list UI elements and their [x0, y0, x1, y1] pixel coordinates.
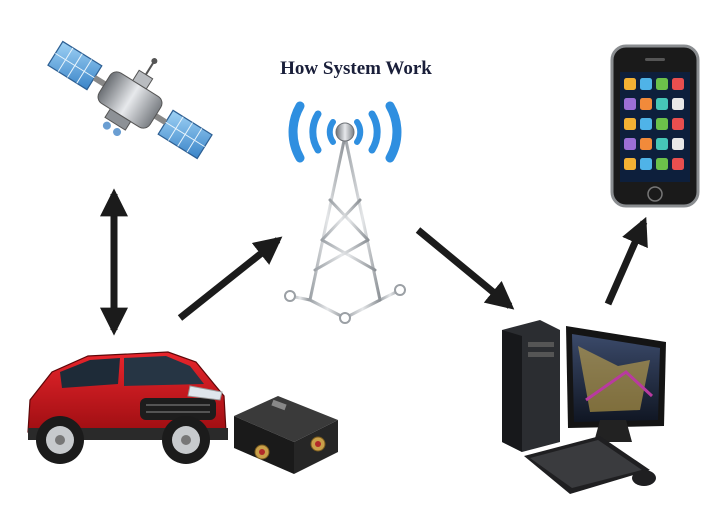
desktop-computer-icon [502, 320, 666, 494]
cell-tower-icon [284, 101, 406, 324]
diagram-title: How System Work [280, 58, 432, 79]
smartphone-icon [610, 44, 700, 208]
app-icon [672, 158, 684, 170]
app-icon [640, 78, 652, 90]
app-icon [672, 138, 684, 150]
app-icon [656, 78, 668, 90]
app-icon [672, 98, 684, 110]
app-icon [624, 138, 636, 150]
app-icon [624, 98, 636, 110]
app-icon [672, 78, 684, 90]
app-icon [656, 158, 668, 170]
satellite-icon [47, 40, 213, 160]
arrow-car-tower [177, 236, 283, 321]
app-icon [640, 158, 652, 170]
app-icon [656, 98, 668, 110]
app-icon [656, 138, 668, 150]
app-icon [640, 138, 652, 150]
arrow-tower-computer [415, 227, 515, 310]
app-icon [624, 118, 636, 130]
flow-arrows [100, 188, 648, 336]
car-icon [27, 351, 228, 464]
app-icon [656, 118, 668, 130]
app-icon [640, 98, 652, 110]
arrow-computer-phone [604, 216, 648, 306]
gps-tracker-device-icon [234, 396, 338, 474]
app-icon [672, 118, 684, 130]
app-icon [624, 158, 636, 170]
app-icon [640, 118, 652, 130]
app-icon [624, 78, 636, 90]
